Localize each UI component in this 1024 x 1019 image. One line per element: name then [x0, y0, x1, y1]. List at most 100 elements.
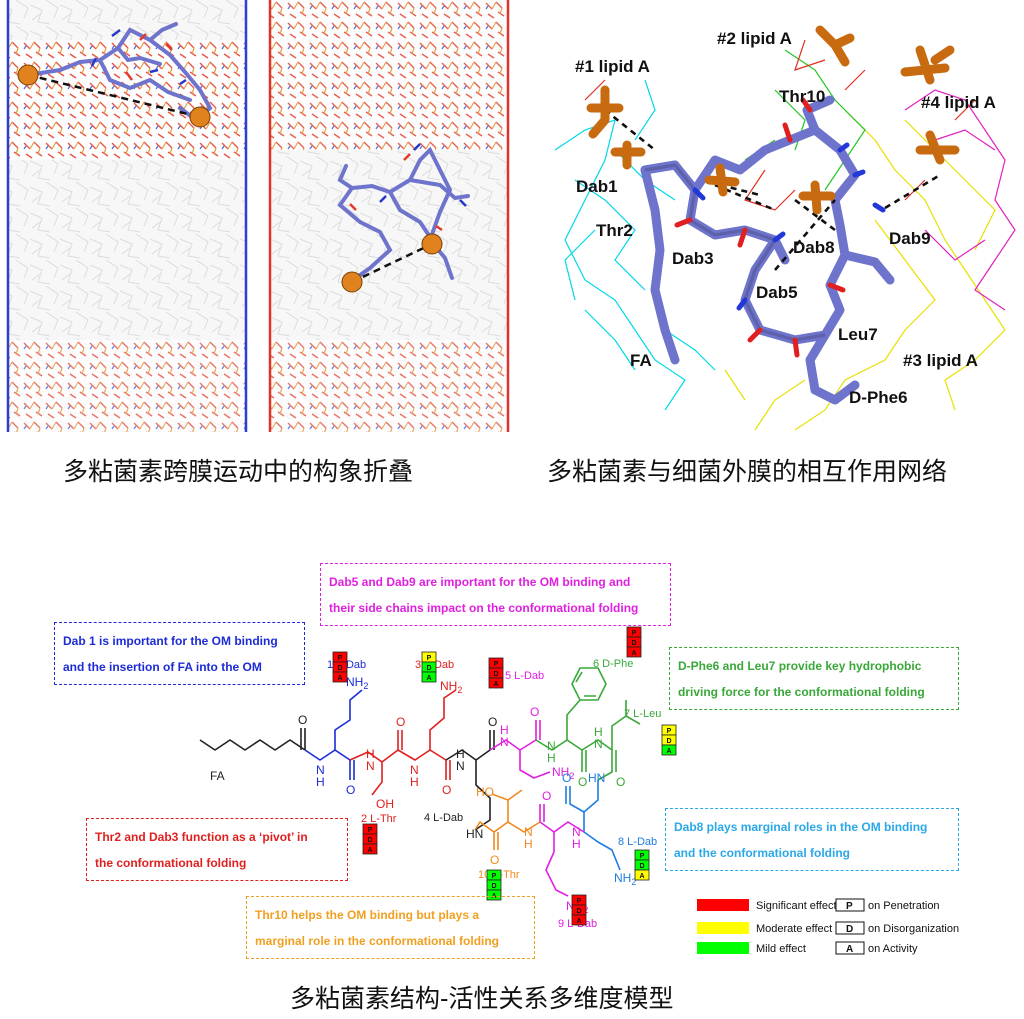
- atom-h-dab5: H: [500, 723, 509, 737]
- atom-o-dab8: O: [562, 771, 571, 785]
- legend-key-a-box: [835, 941, 865, 955]
- legend-key-d: D: [846, 924, 853, 935]
- nitrogen-atoms: [692, 142, 886, 311]
- effect-letter-a: A: [493, 681, 498, 688]
- atom-nh2-dab5: NH2: [552, 765, 574, 781]
- sar-diagram-panel: FA O N H NH2 O H N OH O N H NH2 O H N O …: [0, 550, 1024, 970]
- effect-letter-d: D: [666, 738, 671, 745]
- effect-letter-d: D: [576, 908, 581, 915]
- effect-letter-d: D: [491, 883, 496, 890]
- residue-label-8: 8 L-Dab: [618, 836, 657, 848]
- legend-text-mild: Mild effect: [756, 943, 806, 955]
- atom-o-thr10: O: [490, 853, 499, 867]
- effect-letter-d: D: [337, 665, 342, 672]
- folded-distance-line: [351, 242, 433, 284]
- note-dab1-line-2: and the insertion of FA into the OM: [63, 660, 262, 674]
- atom-o-dab3: O: [442, 783, 451, 797]
- effect-cell-a: [332, 671, 348, 683]
- thr10-bonds: [474, 789, 541, 850]
- label-lipid-4: #4 lipid A: [921, 93, 996, 112]
- effect-letter-p: P: [368, 827, 373, 834]
- atom-o-dab4: O: [488, 715, 497, 729]
- label-dab8: Dab8: [793, 238, 835, 257]
- caption-interaction-network: 多粘菌素与细菌外膜的相互作用网络: [547, 457, 948, 486]
- legend-key-p-box: [835, 898, 865, 912]
- effect-letter-p: P: [640, 853, 645, 860]
- effect-letter-d: D: [631, 640, 636, 647]
- legend-text-d: on Disorganization: [868, 923, 959, 935]
- effect-letter-d: D: [367, 837, 372, 844]
- effect-box-5: PDA: [626, 626, 642, 658]
- oxygen-atoms: [674, 97, 846, 358]
- note-dab1: Dab 1 is important for the OM binding an…: [54, 622, 305, 685]
- label-dab9: Dab9: [889, 229, 931, 248]
- note-thr2-dab3: Thr2 and Dab3 function as a ‘pivot’ in t…: [86, 818, 348, 881]
- label-dab3: Dab3: [672, 249, 714, 268]
- legend-text-moderate: Moderate effect: [756, 923, 832, 935]
- peptide-backbone: [640, 95, 895, 405]
- peptide-outline-overlay: [644, 163, 826, 342]
- effect-cell-a: [634, 869, 650, 881]
- legend-text-significant: Significant effect: [756, 900, 837, 912]
- legend-key-p: P: [846, 901, 853, 912]
- note-phe6-leu7-line-1: D-Phe6 and Leu7 provide key hydrophobic: [678, 659, 922, 673]
- effect-box-3: PDA: [421, 651, 437, 683]
- note-dab1-line-1: Dab 1 is important for the OM binding: [63, 634, 278, 648]
- effect-letter-a: A: [367, 847, 372, 854]
- effect-box-1: PDA: [332, 651, 348, 683]
- effect-letter-p: P: [427, 655, 432, 662]
- atom-ho-thr10: HO: [476, 785, 494, 799]
- md-snapshots-panel: [0, 0, 520, 440]
- effect-letter-d: D: [493, 671, 498, 678]
- atom-o-dab1: O: [346, 783, 355, 797]
- dab5-bonds: [489, 720, 551, 779]
- phe6-bonds: [535, 699, 587, 772]
- note-dab5-dab9-line-1: Dab5 and Dab9 are important for the OM b…: [329, 575, 631, 589]
- effect-letter-a: A: [426, 675, 431, 682]
- note-dab8-line-1: Dab8 plays marginal roles in the OM bind…: [674, 820, 928, 834]
- atom-h-dab1: H: [316, 775, 325, 789]
- effect-letter-d: D: [426, 665, 431, 672]
- md-snapshots-svg: [6, 0, 510, 432]
- legend-key-a: A: [846, 944, 853, 955]
- atom-o-thr2: O: [396, 715, 405, 729]
- effect-box-7: PDA: [634, 849, 650, 881]
- fa-label: FA: [210, 769, 225, 783]
- atom-h-phe6: H: [547, 751, 556, 765]
- legend-swatch-moderate: [697, 922, 749, 934]
- effect-letter-a: A: [631, 650, 636, 657]
- fa-chain: [199, 739, 306, 751]
- atom-h-dab9: H: [572, 837, 581, 851]
- note-thr10-line-1: Thr10 helps the OM binding but plays a: [255, 908, 480, 922]
- legend-swatch-mild: [697, 942, 749, 954]
- extended-distance-line: [27, 73, 201, 119]
- effect-letter-a: A: [639, 873, 644, 880]
- effect-letter-a: A: [576, 918, 581, 925]
- atom-h-dab3: H: [410, 775, 419, 789]
- atom-h-dab4: H: [456, 747, 465, 761]
- note-dab5-dab9: Dab5 and Dab9 are important for the OM b…: [320, 563, 671, 626]
- atom-nh2-dab1: NH2: [346, 675, 368, 691]
- effect-box-6: PDA: [661, 724, 677, 756]
- note-thr10-line-2: marginal role in the conformational fold…: [255, 934, 500, 948]
- thr2-bonds: [349, 730, 403, 796]
- atom-o-fa: O: [298, 713, 307, 727]
- effect-box-8: PDA: [571, 894, 587, 926]
- effect-letter-a: A: [666, 748, 671, 755]
- effect-letter-p: P: [338, 655, 343, 662]
- note-phe6-leu7: D-Phe6 and Leu7 provide key hydrophobic …: [669, 647, 959, 710]
- note-dab5-dab9-line-2: their side chains impact on the conforma…: [329, 601, 639, 615]
- label-lipid-2: #2 lipid A: [717, 29, 792, 48]
- interaction-network-svg: #1 lipid A #2 lipid A #3 lipid A #4 lipi…: [554, 25, 1016, 431]
- effect-letter-p: P: [492, 873, 497, 880]
- note-thr2-dab3-line-2: the conformational folding: [95, 856, 247, 870]
- atom-n-thr10: N: [524, 825, 533, 839]
- effect-cell-a: [661, 744, 677, 756]
- effect-letter-a: A: [337, 675, 342, 682]
- note-thr2-dab3-line-1: Thr2 and Dab3 function as a ‘pivot’ in: [95, 830, 308, 844]
- effect-cell-a: [421, 671, 437, 683]
- residue-label-2: 2 L-Thr: [361, 813, 397, 825]
- effect-cell-a: [488, 677, 504, 689]
- atom-o-leu7: O: [616, 775, 625, 789]
